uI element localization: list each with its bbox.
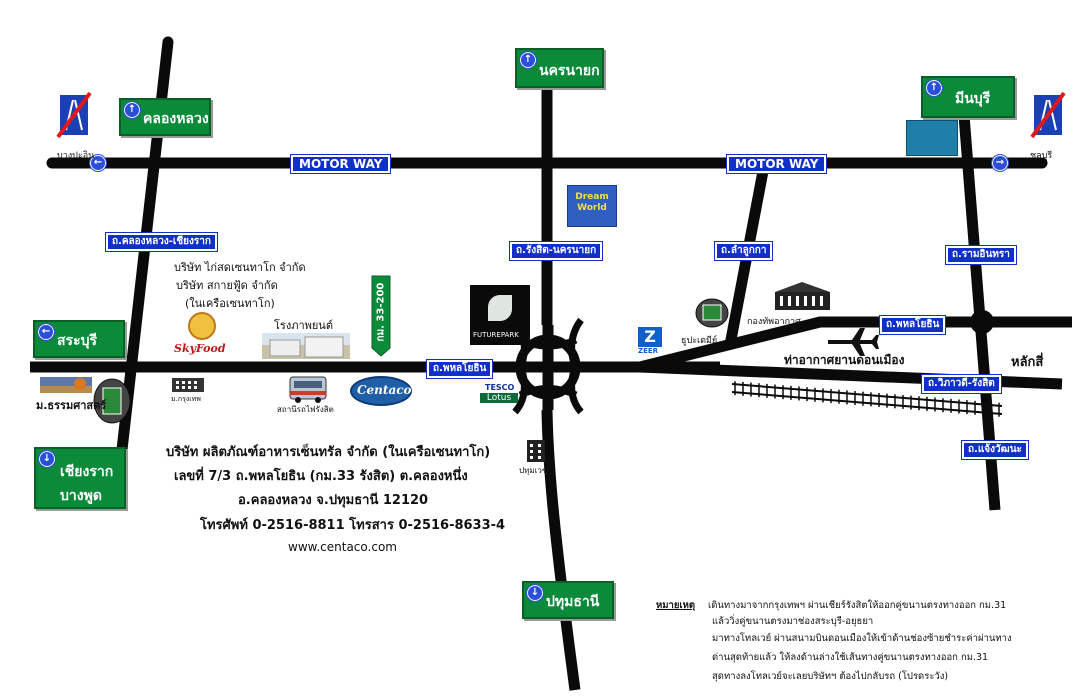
sign-label: เชียงราก <box>60 464 114 480</box>
centaco-logo-text: Centaco <box>357 383 412 397</box>
sign-pathum-thani: ↓ ปทุมธานี <box>522 581 614 619</box>
company-line-3: (ในเครือเซนทาโก) <box>185 297 275 310</box>
sign-chiang-rak: ↓ เชียงราก บางพูด <box>34 447 126 509</box>
arrow-up-icon: ↑ <box>519 51 537 69</box>
no-motorway-sign-right <box>1030 91 1066 139</box>
cinema-photo <box>262 333 350 359</box>
note-line-4: ด่านสุดท้ายแล้ว ให้ลงด้านล่างใช้เส้นทางค… <box>712 652 989 663</box>
rangsit-interchange <box>512 317 584 415</box>
company-line-2: บริษัท สกายฟู้ด จำกัด <box>176 279 278 292</box>
ram-intra-roundabout <box>970 310 994 334</box>
skyfood-logo: SkyFood <box>172 312 228 358</box>
sign-label: ปทุมธานี <box>546 594 600 610</box>
note-title: หมายเหตุ <box>656 600 696 611</box>
road-ram-intra: ถ.รามอินทรา <box>945 245 1017 265</box>
dream-world-logo: Dream World <box>567 185 617 227</box>
pathum-thani-road <box>541 409 581 691</box>
address-line-3: อ.คลองหลวง จ.ปทุมธานี 12120 <box>238 493 429 508</box>
bus-icon <box>289 376 327 403</box>
website-link[interactable]: www.centaco.com <box>288 540 397 554</box>
road-rangsit-nakhon-nayok: ถ.รังสิต-นครนายก <box>508 241 604 261</box>
label-cinema: โรงภาพยนต์ <box>274 319 333 332</box>
label-chon-buri: ชลบุรี <box>1030 151 1053 161</box>
ram-intra-road <box>956 89 1001 511</box>
arrow-left-icon: ← <box>37 323 55 341</box>
future-park-logo-text: FUTUREPARK <box>473 331 519 339</box>
sign-label: สระบุรี <box>57 333 97 349</box>
arrow-right-icon: → <box>991 154 1009 172</box>
thammasat-stadium-icon <box>93 378 131 424</box>
company-line-1: บริษัท ไก่สดเซนทาโก จำกัด <box>174 261 306 274</box>
air-force-building-icon <box>775 282 830 310</box>
arrow-down-icon: ↓ <box>38 450 56 468</box>
arrow-down-icon: ↓ <box>526 584 544 602</box>
road-vibhavadi-rangsit: ถ.วิภาวดี-รังสิต <box>921 374 1002 394</box>
label-air-force: กองทัพอากาศ <box>747 317 801 327</box>
sign-saraburi: ← สระบุรี <box>33 320 125 358</box>
note-line-5: สุดทางลงโทลเวย์จะเลยบริษัทฯ ต้องไปกลับรถ… <box>712 671 949 682</box>
sign-label: นครนายก <box>539 63 600 79</box>
zeer-logo: Z ZEER <box>638 327 664 357</box>
label-don-mueang: ท่าอากาศยานดอนเมือง <box>784 353 905 367</box>
km-marker-label: กม. 33-200 <box>375 282 387 342</box>
sign-nakhon-nayok: ↑ นครนายก <box>515 48 604 88</box>
road-chaeng-watthana: ถ.แจ้งวัฒนะ <box>961 440 1029 460</box>
motorway-label-right: MOTOR WAY <box>725 154 828 174</box>
km-marker-sign <box>371 275 391 357</box>
label-lak-si: หลักสี่ <box>1011 355 1044 370</box>
no-motorway-sign-left <box>56 91 92 139</box>
road-khlong-luang-chiang-rak: ถ.คลองหลวง-เชียงราก <box>105 232 218 252</box>
arrow-up-icon: ↑ <box>123 101 141 119</box>
road-phahon-yothin-right: ถ.พหลโยธิน <box>878 315 947 335</box>
lotus-logo-text: Lotus <box>480 393 518 403</box>
thammasat-photo <box>40 377 92 393</box>
arrow-up-icon: ↑ <box>925 79 943 97</box>
fashion-island-logo <box>906 120 958 156</box>
road-phahon-yothin-center: ถ.พหลโยธิน <box>425 359 494 379</box>
dream-world-logo-text: Dream World <box>575 192 609 213</box>
sign-khlong-luang: ↑ คลองหลวง <box>119 98 211 136</box>
note-line-1: เดินทางมาจากกรุงเทพฯ ผ่านเชียร์รังสิตให้… <box>708 600 1007 611</box>
address-line-4: โทรศัพท์ 0-2516-8811 โทรสาร 0-2516-8633-… <box>200 518 506 533</box>
pathum-wet-building-icon <box>527 440 545 462</box>
tesco-logo-text: TESCO <box>485 383 515 392</box>
krungthep-univ-building-icon <box>172 378 204 392</box>
zeer-logo-text: ZEER <box>638 347 659 355</box>
note-line-2: แล้ววิ่งคู่ขนานตรงมาช่องสระบุรี-อยุธยา <box>712 616 874 627</box>
label-station: สถานีรถไฟรังสิต <box>277 405 334 414</box>
label-pathum-wet: ปทุมเวช <box>519 466 548 475</box>
road-lam-luk-ka: ถ.ลำลูกกา <box>713 241 774 261</box>
post-office-stadium-icon <box>695 298 729 328</box>
railway-track <box>731 381 1003 417</box>
centaco-logo: Centaco <box>350 376 412 406</box>
address-line-2: เลขที่ 7/3 ถ.พหลโยธิน (กม.33 รังสิต) ต.ค… <box>174 469 468 484</box>
arrow-left-icon: ← <box>89 154 107 172</box>
sign-label-2: บางพูด <box>60 488 102 504</box>
sign-label: คลองหลวง <box>143 111 209 127</box>
address-line-1: บริษัท ผลิตภัณฑ์อาหารเซ็นทรัล จำกัด (ในเ… <box>166 445 491 460</box>
label-bang-pa-in: บางปะอิน <box>57 151 95 161</box>
note-line-3: มาทางโทลเวย์ ผ่านสนามบินดอนเมืองให้เข้าด… <box>712 633 1012 644</box>
airplane-icon <box>828 328 879 356</box>
skyfood-logo-text: SkyFood <box>174 342 226 355</box>
label-krungthep-univ: ม.กรุงเทพ <box>171 395 201 403</box>
future-park-logo: FUTUREPARK <box>470 285 530 345</box>
sign-label: มีนบุรี <box>955 91 991 107</box>
tesco-lotus-logo: TESCO Lotus <box>480 383 520 407</box>
label-post-office: ธูปะเตมีย์ <box>681 336 718 346</box>
sign-min-buri: ↑ มีนบุรี <box>921 76 1015 118</box>
label-thammasat: ม.ธรรมศาสตร์ <box>36 399 107 412</box>
motorway-label-left: MOTOR WAY <box>289 154 392 174</box>
